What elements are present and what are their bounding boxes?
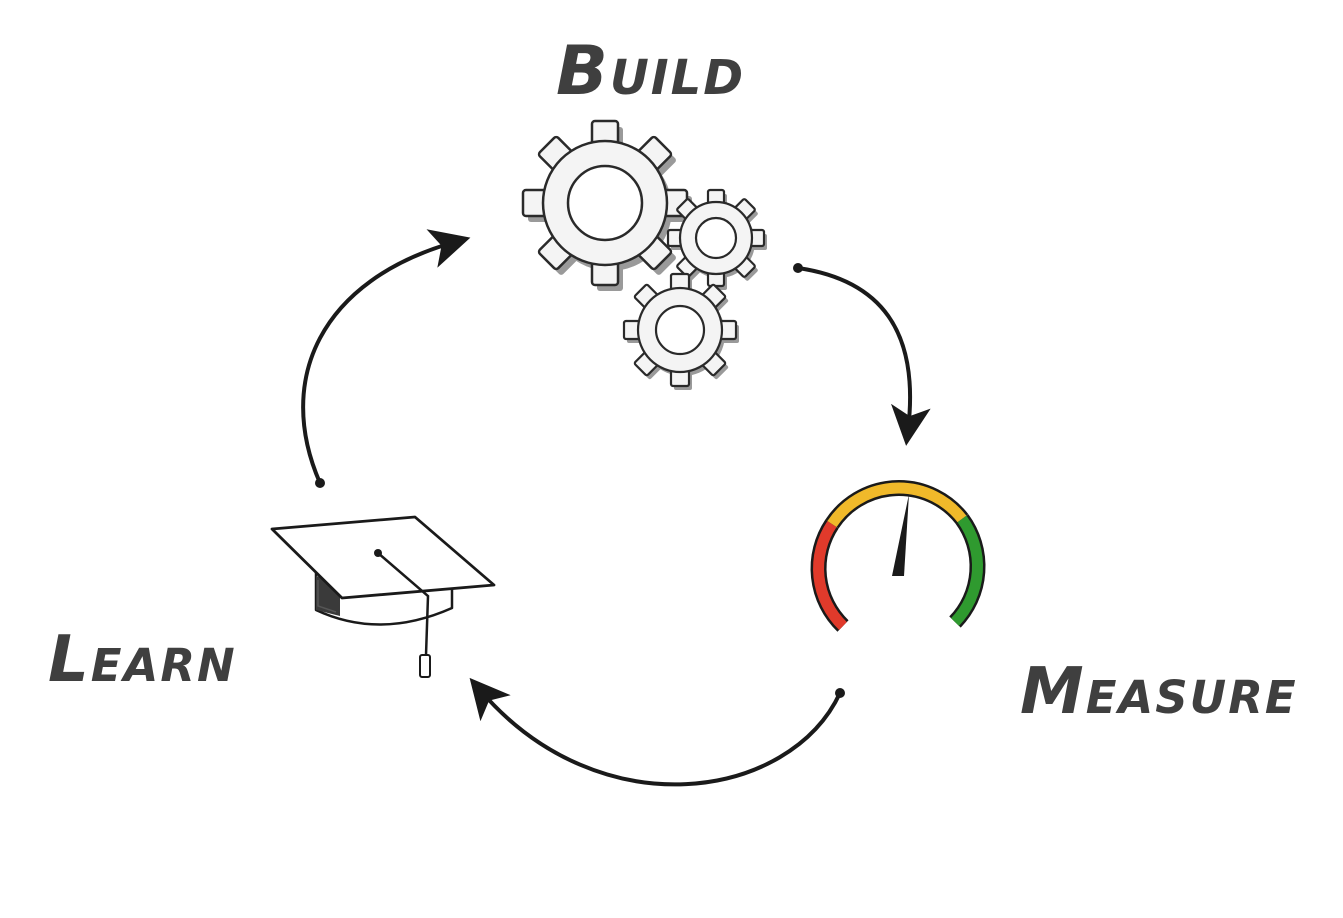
arrow-tail-dot bbox=[315, 478, 325, 488]
stage-label-learn: Learn bbox=[48, 623, 237, 697]
gear-small-bottom bbox=[622, 272, 739, 390]
arrow-learn-to-build bbox=[301, 229, 471, 485]
cap-tassel bbox=[419, 654, 431, 678]
arrow-tail-dot bbox=[793, 263, 803, 273]
cap-tassel-cord bbox=[377, 552, 430, 656]
gauge-icon bbox=[810, 480, 986, 632]
gears-icon bbox=[521, 119, 767, 390]
stage-label-build: Build bbox=[556, 32, 746, 111]
gear-large bbox=[521, 119, 692, 291]
gear-small-right bbox=[666, 188, 767, 290]
stage-label-measure: Measure bbox=[1020, 655, 1298, 729]
arrow-tail-dot bbox=[835, 688, 845, 698]
arrow-build-to-measure bbox=[796, 266, 931, 446]
arrow-measure-to-learn bbox=[469, 677, 842, 787]
gauge-needle bbox=[892, 494, 909, 576]
graduation-cap-icon bbox=[270, 515, 496, 678]
